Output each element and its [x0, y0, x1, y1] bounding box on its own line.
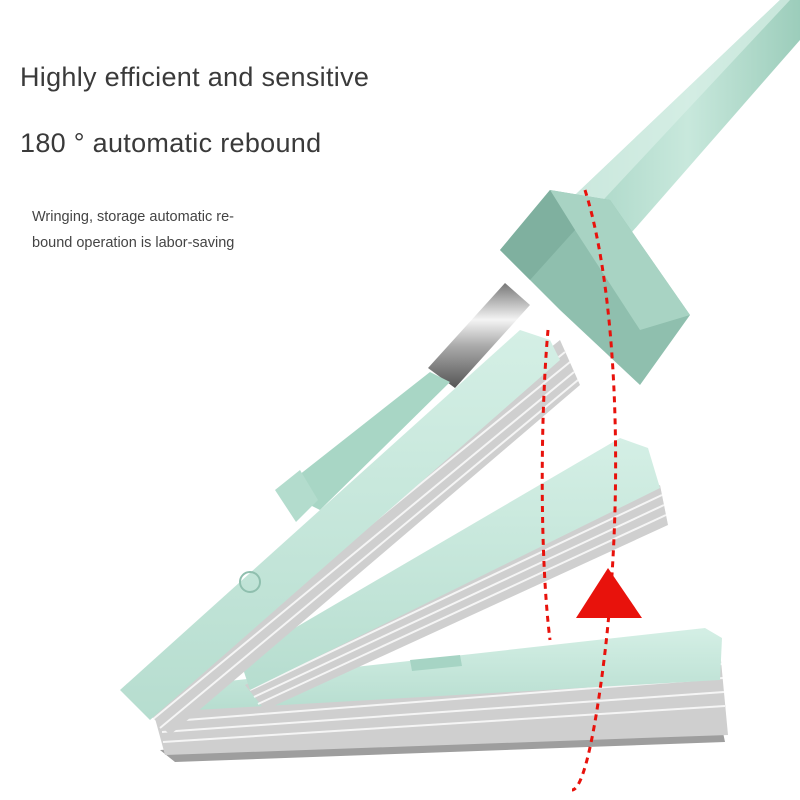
headline-line-1: Highly efficient and sensitive: [20, 62, 370, 92]
rotation-arrow-icon: [576, 568, 642, 618]
description-text: Wringing, storage automatic re- bound op…: [32, 204, 272, 256]
handle-collar: [500, 190, 690, 385]
headline-line-2: 180 ° automatic rebound: [20, 128, 322, 158]
chrome-rod: [428, 283, 530, 388]
mop-head-flat: [148, 628, 728, 762]
release-button-icon: [239, 571, 261, 593]
mop-head-middle: [240, 438, 668, 710]
rotation-path: [540, 189, 618, 792]
description-line-2: bound operation is labor-saving: [32, 235, 235, 251]
mop-handle: [575, 0, 800, 240]
description-line-1: Wringing, storage automatic re-: [32, 209, 235, 225]
mop-head-folded: [120, 330, 580, 735]
